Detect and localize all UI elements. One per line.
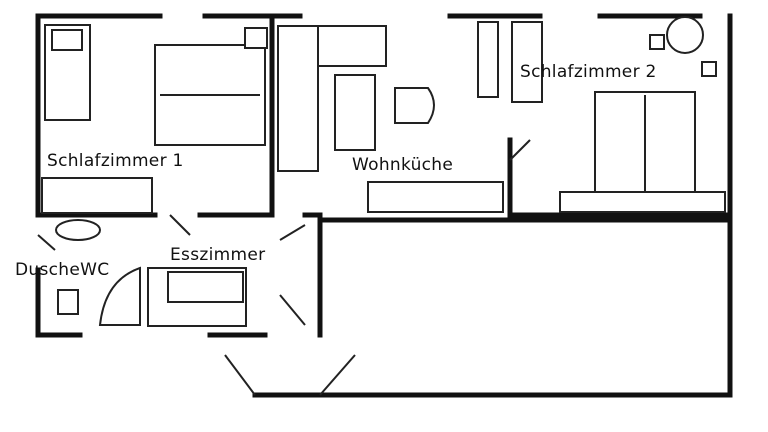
toilet [57, 289, 79, 315]
wardrobe-2 [559, 191, 726, 213]
furniture [41, 16, 726, 327]
room-label-duschewc: DuscheWC [15, 260, 110, 280]
shower [98, 266, 141, 326]
chair-small [649, 34, 665, 50]
room-label-schlafzimmer2: Schlafzimmer 2 [520, 62, 657, 82]
round-table [666, 16, 704, 54]
table [334, 74, 376, 151]
walls [35, 13, 733, 398]
sideboard [367, 181, 504, 213]
room-label-wohnkueche: Wohnküche [352, 155, 454, 175]
shelf-2 [511, 21, 543, 103]
nightstand [244, 27, 268, 49]
room-label-esszimmer: Esszimmer [170, 245, 266, 265]
room-label-schlafzimmer1: Schlafzimmer 1 [47, 151, 184, 171]
chair [394, 87, 435, 124]
doors [37, 139, 531, 396]
pillow [51, 29, 83, 51]
kitchen-counter-side [277, 25, 319, 172]
shelf-1 [477, 21, 499, 98]
dining-table [167, 271, 244, 303]
sink [55, 219, 101, 241]
chair-small [701, 61, 717, 77]
wardrobe-1 [41, 177, 153, 214]
